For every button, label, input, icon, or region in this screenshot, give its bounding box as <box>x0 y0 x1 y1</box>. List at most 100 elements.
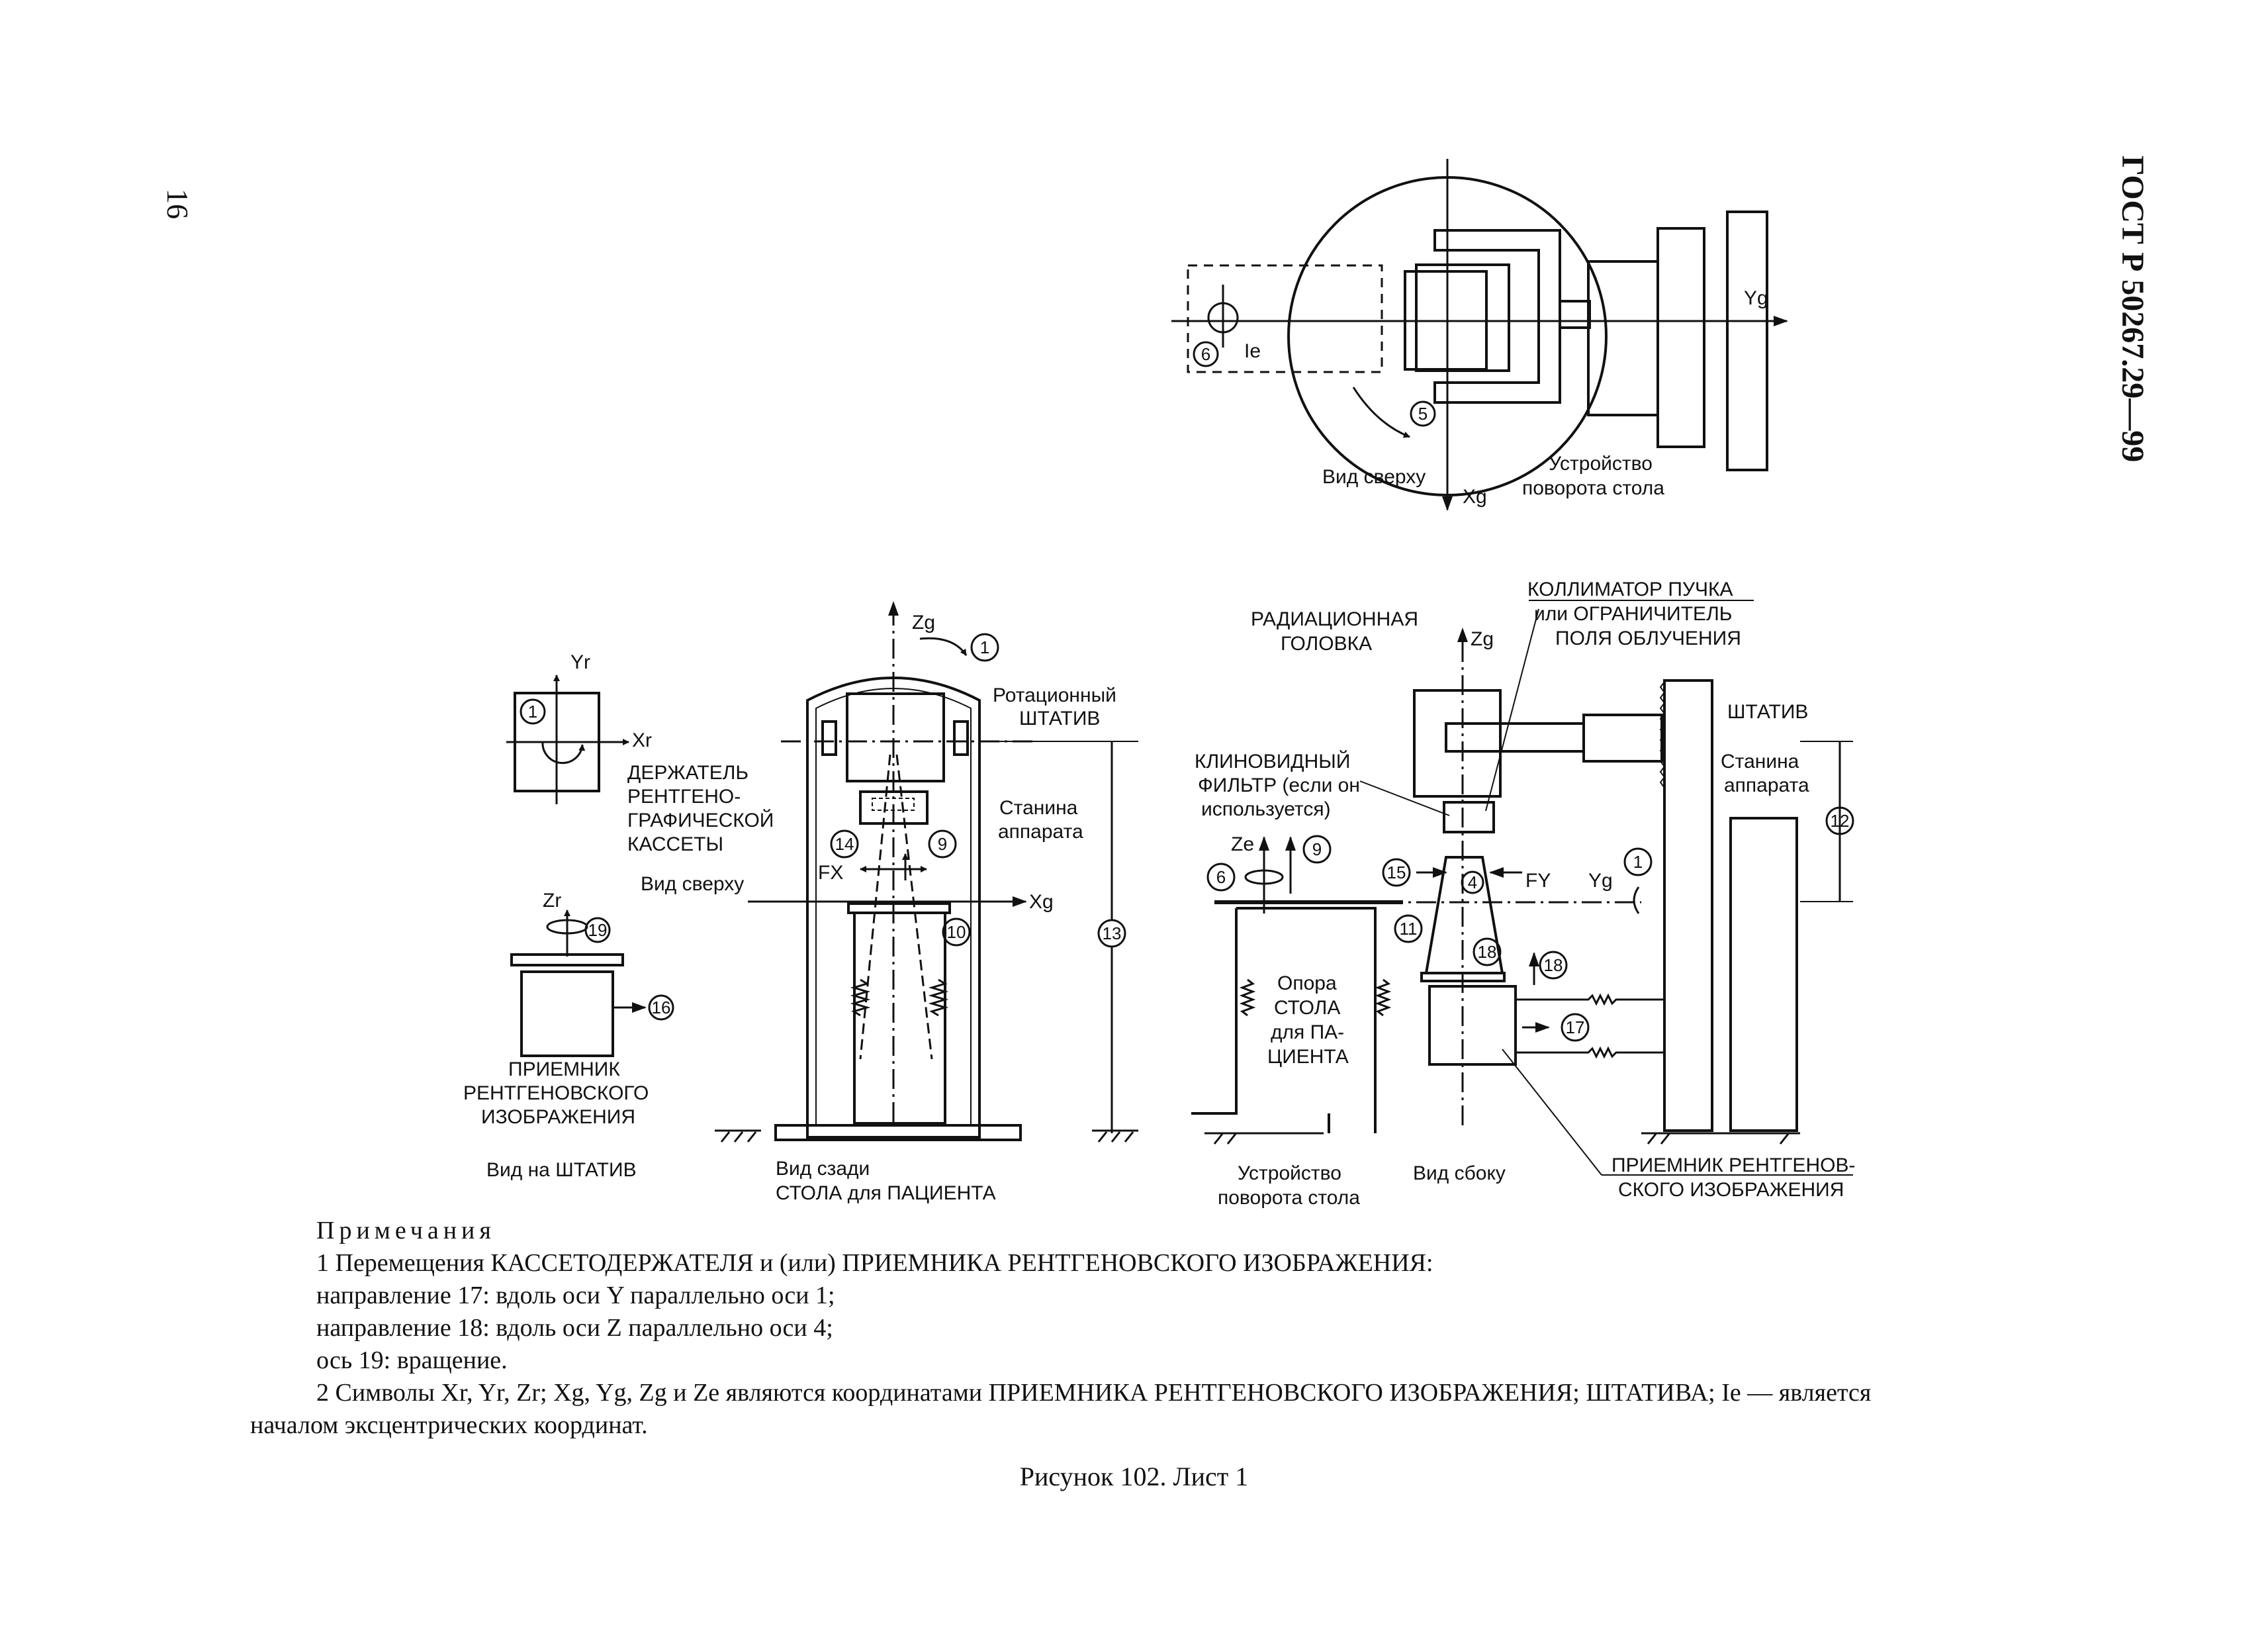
table-top <box>847 902 951 914</box>
axis-zr: Zr <box>543 890 561 912</box>
collimator-arm <box>1445 722 1585 753</box>
top-rotation-device-1: Устройство <box>1549 453 1653 475</box>
num-1-mid-circle <box>970 633 999 662</box>
num-1-mid: 1 <box>980 637 989 657</box>
stand-plate <box>1656 227 1705 448</box>
eccentric-rotation <box>1207 302 1239 334</box>
middle-view <box>715 601 1138 1143</box>
right-view <box>1191 600 1854 1176</box>
wedge-3: используется) <box>1201 798 1331 820</box>
top-view-label: Вид сверху <box>1322 466 1426 488</box>
support-4: ЦИЕНТА <box>1267 1046 1349 1068</box>
num-4: 4 <box>1468 872 1477 892</box>
note-1: 1 Перемещения КАССЕТОДЕРЖАТЕЛЯ и (или) П… <box>316 1249 1433 1277</box>
num-19-circle <box>584 917 611 943</box>
num-16: 16 <box>652 998 671 1017</box>
num-9-right: 9 <box>1312 839 1322 859</box>
radiation-head <box>1413 689 1502 798</box>
num-17: 17 <box>1566 1017 1585 1037</box>
num-19: 19 <box>588 920 608 940</box>
left-bracket <box>821 720 837 756</box>
note-2: 2 Символы Xr, Yr, Zr; Xg, Yg, Zg и Ze яв… <box>316 1379 1872 1407</box>
frame-column <box>1729 817 1798 1132</box>
num-16-circle <box>648 994 674 1021</box>
ground-left-hatch <box>720 1131 757 1143</box>
num-6-right-circle <box>1206 863 1236 892</box>
num-1-right-circle <box>1623 847 1653 876</box>
holder-view: Вид сверху <box>641 873 744 895</box>
note-1-direction-17: направление 17: вдоль оси Y параллельно … <box>316 1282 835 1309</box>
c-bracket <box>1433 229 1561 404</box>
num-11: 11 <box>1400 919 1418 939</box>
num-13: 13 <box>1103 923 1122 943</box>
num-5-circle <box>1410 400 1436 427</box>
axis-zg-mid: Zg <box>912 612 935 633</box>
rotation-arrow-mid <box>919 637 968 656</box>
receiver-1: ПРИЕМНИК <box>508 1058 620 1080</box>
num-6-top: 6 <box>1201 344 1210 364</box>
right-bracket <box>953 720 969 756</box>
receiver-leader <box>1502 1049 1602 1176</box>
axis-zg-right: Zg <box>1471 628 1494 650</box>
side-view: Вид сбоку <box>1413 1162 1506 1184</box>
num-1-right: 1 <box>1633 852 1643 872</box>
receiver-body <box>520 970 614 1057</box>
receiver-right <box>1428 985 1517 1066</box>
num-10: 10 <box>947 922 966 942</box>
num-15: 15 <box>1387 863 1406 882</box>
fy-label: FY <box>1525 870 1551 892</box>
holder-1: ДЕРЖАТЕЛЬ <box>627 762 748 784</box>
holder-4: КАССЕТЫ <box>627 833 723 855</box>
axis-yg-right: Yg <box>1588 870 1613 892</box>
collimator-3: ПОЛЯ ОБЛУЧЕНИЯ <box>1555 628 1741 649</box>
figure-caption: Рисунок 102. Лист 1 <box>1019 1462 1249 1491</box>
num-5-top: 5 <box>1418 404 1428 424</box>
receiver-3: ИЗОБРАЖЕНИЯ <box>481 1106 635 1128</box>
num-1-left: 1 <box>528 702 537 722</box>
frame-mid-1: Станина <box>999 797 1078 819</box>
support-1: Опора <box>1277 972 1337 994</box>
num-9-mid-circle <box>928 829 957 859</box>
ground-right-hatch <box>1097 1131 1134 1143</box>
right-rotation-device-1: Устройство <box>1238 1162 1341 1184</box>
notes: Примечания 1 Перемещения КАССЕТОДЕРЖАТЕЛ… <box>250 1215 2116 1442</box>
collimator-2: или ОГРАНИЧИТЕЛЬ <box>1534 603 1732 625</box>
spring-right <box>928 978 949 1017</box>
collimator-1: КОЛЛИМАТОР ПУЧКА <box>1527 579 1733 600</box>
top-view <box>1171 159 1788 511</box>
num-9-right-circle <box>1302 835 1332 864</box>
beam-left <box>859 754 891 1060</box>
num-14: 14 <box>835 834 854 854</box>
note-2-continuation: началом эксцентрических координат. <box>250 1411 648 1439</box>
num-4-circle <box>1461 870 1484 894</box>
shaft <box>1559 300 1591 329</box>
num-11-circle <box>1394 914 1423 943</box>
holder-3: ГРАФИЧЕСКОЙ <box>627 809 774 831</box>
rotation-6-right <box>1244 869 1284 885</box>
rotational-stand-inner <box>815 688 972 1126</box>
table-body <box>853 912 946 1125</box>
num-18b: 18 <box>1478 942 1497 962</box>
num-6-right: 6 <box>1216 867 1226 887</box>
wedge-2: ФИЛЬТР (если он <box>1198 774 1360 796</box>
num-1-left-circle <box>520 698 546 725</box>
base <box>774 1124 1022 1141</box>
num-14-circle <box>830 829 859 859</box>
right-rotation-device-2: поворота стола <box>1218 1187 1360 1209</box>
receiver-2: РЕНТГЕНОВСКОГО <box>463 1082 649 1104</box>
axis-ze: Ze <box>1231 833 1254 855</box>
rotational-stand-outline <box>806 677 981 1139</box>
num-6-circle <box>1193 341 1219 367</box>
rad-head-2: ГОЛОВКА <box>1281 633 1372 655</box>
stand-column-right <box>1663 679 1713 1132</box>
stand-rack <box>1659 681 1666 788</box>
axis-xr: Xr <box>632 729 652 751</box>
notes-heading: Примечания <box>316 1217 496 1244</box>
num-13-circle <box>1097 919 1126 948</box>
collimator-leader <box>1485 608 1539 812</box>
axis-yr: Yr <box>570 651 590 673</box>
num-12: 12 <box>1831 811 1850 831</box>
tube-head <box>846 692 945 782</box>
num-10-circle <box>942 917 971 947</box>
